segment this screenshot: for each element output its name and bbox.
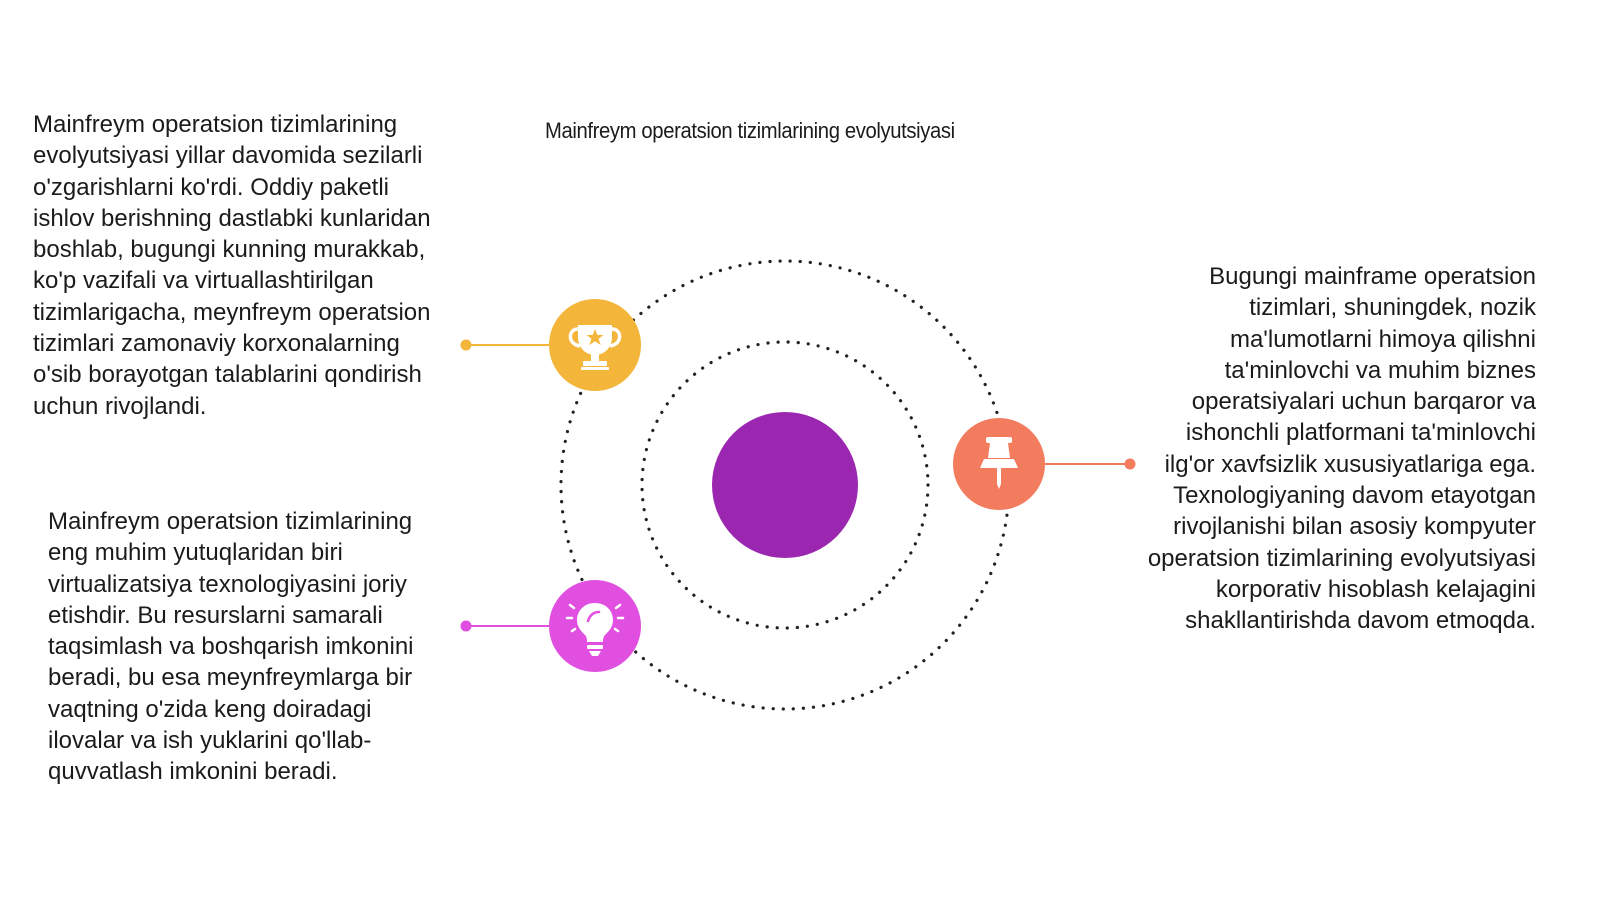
center-circle bbox=[712, 412, 858, 558]
pushpin-connector bbox=[1045, 458, 1136, 470]
lightbulb-connector bbox=[460, 620, 550, 632]
pushpin-description: Bugungi mainframe operatsion tizimlari, … bbox=[1147, 263, 1536, 635]
pushpin-node bbox=[953, 418, 1045, 510]
lightbulb-icon bbox=[565, 603, 625, 656]
trophy-connector bbox=[460, 339, 550, 351]
lightbulb-description: Mainfreym operatsion tizimlarining eng m… bbox=[48, 508, 414, 786]
diagram-title: Mainfreym operatsion tizimlarining evoly… bbox=[545, 118, 955, 143]
trophy-description: Mainfreym operatsion tizimlarining evoly… bbox=[33, 111, 431, 420]
trophy-icon bbox=[568, 325, 622, 370]
inner-orbit bbox=[640, 340, 930, 630]
trophy-node bbox=[549, 299, 641, 391]
lightbulb-node bbox=[549, 580, 641, 672]
pushpin-icon bbox=[980, 437, 1018, 489]
